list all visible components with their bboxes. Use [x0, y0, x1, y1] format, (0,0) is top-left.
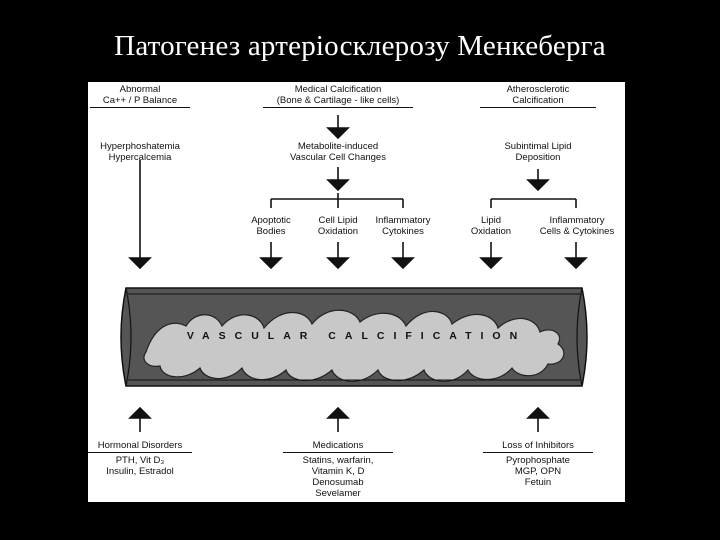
atherosclerotic-calcification-header: Atherosclerotic Calcification	[480, 84, 596, 108]
header-line: Abnormal	[119, 84, 161, 95]
block-item: Fetuin	[524, 477, 552, 488]
branch-apoptotic-bodies: Apoptotic Bodies	[236, 215, 306, 237]
branch-cell-lipid-oxidation: Cell Lipid Oxidation	[303, 215, 373, 237]
vessel	[120, 287, 588, 387]
block-header: Hormonal Disorders	[88, 440, 192, 453]
branch-line: Bodies	[256, 226, 286, 237]
medical-calcification-header: Medical Calcification (Bone & Cartilage …	[263, 84, 413, 108]
medications-block: Medications Statins, warfarin, Vitamin K…	[283, 440, 393, 499]
branch-line: Lipid	[480, 215, 502, 226]
branch-line: Oxidation	[470, 226, 512, 237]
header-line: Ca++ / P Balance	[90, 95, 190, 108]
abnormal-balance-header: Abnormal Ca++ / P Balance	[90, 84, 190, 108]
pathogenesis-diagram: VASCULAR CALCIFICATION Abnormal Ca++ / P…	[88, 82, 625, 502]
block-header: Loss of Inhibitors	[483, 440, 593, 453]
branch-inflammatory-cytokines: Inflammatory Cytokines	[366, 215, 440, 237]
branch-line: Cytokines	[382, 226, 424, 237]
arrowhead-lipid-oxidation	[479, 257, 503, 270]
branch-lipid-oxidation: Lipid Oxidation	[458, 215, 524, 237]
arrowhead-center-2	[326, 179, 350, 192]
header-line: Calcification	[480, 95, 596, 108]
arrowhead-up-center	[326, 406, 350, 419]
branch-line: Cells & Cytokines	[539, 226, 615, 237]
arrowhead-cell-lipid	[326, 257, 350, 270]
arrowhead-center-1	[326, 127, 350, 140]
branch-line: Inflammatory	[549, 215, 605, 226]
branch-line: Inflammatory	[375, 215, 431, 226]
block-item: Sevelamer	[315, 488, 361, 499]
step-line: Metabolite-induced	[297, 141, 379, 152]
step-line: Hypercalcemia	[108, 152, 172, 163]
block-item: MGP, OPN	[514, 466, 562, 477]
arrowhead-right-1	[526, 179, 550, 192]
header-line: Atherosclerotic	[506, 84, 570, 95]
slide-title: Патогенез артеріосклерозу Менкеберга	[114, 30, 606, 62]
block-item: Denosumab	[312, 477, 364, 488]
step-line: Hyperphoshatemia	[100, 141, 180, 152]
branch-line: Oxidation	[317, 226, 359, 237]
block-item: PTH, Vit D₃	[115, 455, 165, 466]
step-line: Vascular Cell Changes	[290, 152, 386, 163]
hormonal-disorders-block: Hormonal Disorders PTH, Vit D₃ Insulin, …	[88, 440, 192, 477]
header-line: (Bone & Cartilage - like cells)	[263, 95, 413, 108]
step-line: Subintimal Lipid	[504, 141, 572, 152]
block-header: Medications	[283, 440, 393, 453]
branch-line: Cell Lipid	[318, 215, 358, 226]
arrowhead-up-left	[128, 406, 152, 419]
vessel-label: VASCULAR CALCIFICATION	[186, 330, 527, 342]
metabolite-induced-label: Metabolite-induced Vascular Cell Changes	[263, 141, 413, 163]
branch-inflammatory-cells-cytokines: Inflammatory Cells & Cytokines	[530, 215, 624, 237]
arrowhead-inflammatory	[391, 257, 415, 270]
block-item: Pyrophosphate	[506, 455, 570, 466]
branch-line: Apoptotic	[251, 215, 291, 226]
step-line: Deposition	[515, 152, 561, 163]
block-item: Statins, warfarin,	[302, 455, 374, 466]
subintimal-lipid-label: Subintimal Lipid Deposition	[480, 141, 596, 163]
block-item: Insulin, Estradol	[106, 466, 174, 477]
hyperphosphatemia-label: Hyperphoshatemia Hypercalcemia	[90, 141, 190, 163]
block-item: Vitamin K, D	[311, 466, 365, 477]
vessel-left-end	[125, 287, 132, 387]
diagram-graphics	[120, 115, 588, 432]
arrowhead-apoptotic	[259, 257, 283, 270]
arrowhead-left-down	[128, 257, 152, 270]
arrowhead-inflammatory-cells	[564, 257, 588, 270]
header-line: Medical Calcification	[294, 84, 382, 95]
vessel-right-end	[576, 287, 583, 387]
loss-of-inhibitors-block: Loss of Inhibitors Pyrophosphate MGP, OP…	[483, 440, 593, 488]
arrowhead-up-right	[526, 406, 550, 419]
